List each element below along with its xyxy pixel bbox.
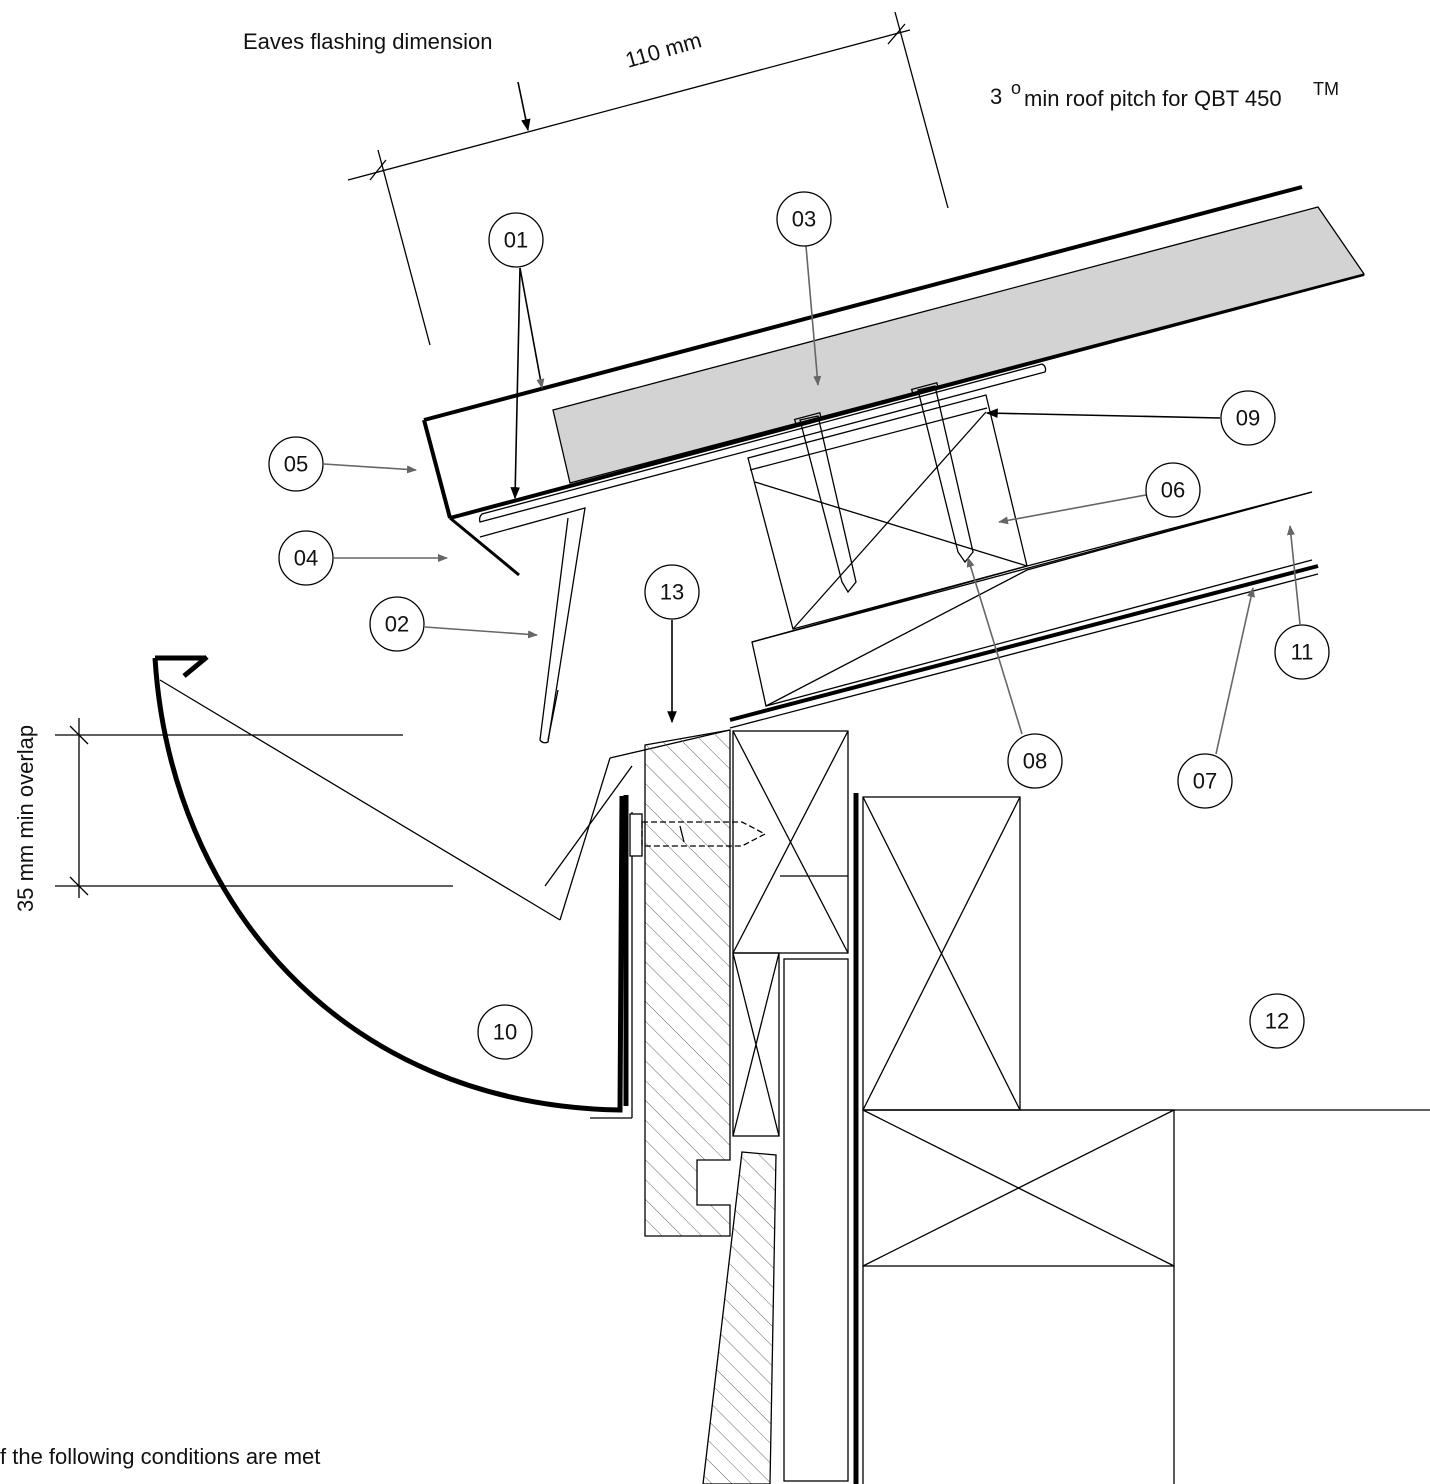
callout-13: 13 [644, 564, 700, 620]
svg-text:05: 05 [284, 452, 308, 477]
conditions-text: f the following conditions are met [0, 1444, 320, 1469]
callout-09: 09 [1220, 390, 1276, 446]
wall-timbers [732, 730, 1430, 1484]
callout-02: 02 [369, 596, 425, 652]
callout-07: 07 [1177, 753, 1233, 809]
insulation-core [552, 206, 1366, 484]
svg-text:10: 10 [493, 1020, 517, 1045]
svg-text:13: 13 [660, 580, 684, 605]
eaves-flashing-label: Eaves flashing dimension [243, 29, 492, 54]
svg-text:07: 07 [1193, 769, 1217, 794]
roof-panel [422, 185, 1366, 577]
callout-03: 03 [776, 191, 832, 247]
callout-05: 05 [268, 436, 324, 492]
rafter-sarking [729, 491, 1319, 729]
callout-08: 08 [1007, 733, 1063, 789]
callout-04: 04 [278, 530, 334, 586]
roof-pitch-note: 3 o min roof pitch for QBT 450 TM [990, 78, 1339, 111]
svg-text:04: 04 [294, 546, 318, 571]
svg-text:08: 08 [1023, 749, 1047, 774]
pitch-degree: o [1011, 78, 1021, 98]
callout-06: 06 [1145, 462, 1201, 518]
svg-text:06: 06 [1161, 478, 1185, 503]
leader-arrows [323, 245, 1301, 755]
callout-12: 12 [1249, 993, 1305, 1049]
svg-text:12: 12 [1265, 1009, 1289, 1034]
purlin-block [747, 394, 1313, 707]
svg-text:02: 02 [385, 612, 409, 637]
pitch-text: min roof pitch for QBT 450 [1024, 86, 1282, 111]
callout-10: 10 [477, 1004, 533, 1060]
pitch-tm: TM [1313, 79, 1339, 99]
eaves-flashing [479, 363, 1047, 744]
callout-01: 01 [488, 212, 544, 268]
dimension-110 [347, 11, 949, 346]
overlap-label: 35 mm min overlap [13, 725, 38, 912]
fascia-board [623, 729, 777, 1484]
callout-11: 11 [1274, 624, 1330, 680]
fixing-screws [793, 381, 974, 594]
overlap-dimension [55, 718, 453, 898]
svg-text:01: 01 [504, 228, 528, 253]
svg-text:11: 11 [1291, 640, 1314, 665]
svg-text:09: 09 [1236, 406, 1260, 431]
gutter [152, 655, 731, 1119]
svg-text:03: 03 [792, 207, 816, 232]
dimension-110-label: 110 mm [622, 27, 704, 72]
pitch-prefix: 3 [990, 84, 1002, 109]
